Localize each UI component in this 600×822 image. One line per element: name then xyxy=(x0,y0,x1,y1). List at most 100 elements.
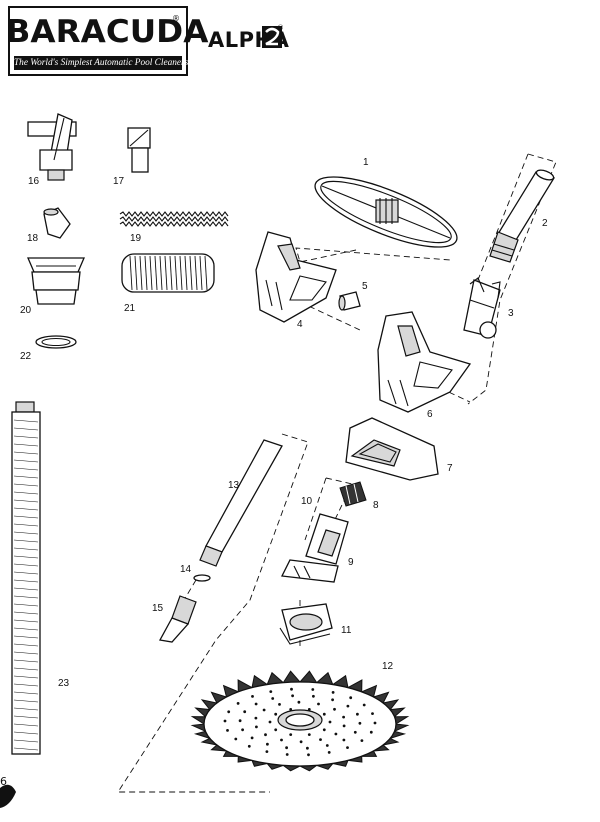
disc-hole xyxy=(371,712,374,715)
hose-marking xyxy=(13,715,39,719)
disc-hole xyxy=(307,733,311,736)
disc-hole xyxy=(243,710,247,714)
hose-marking xyxy=(13,667,39,671)
hose-marking xyxy=(13,523,39,527)
hose-marking xyxy=(13,515,39,519)
disc-hole xyxy=(307,753,310,757)
corner-mark-icon xyxy=(0,784,16,808)
hose-marking xyxy=(13,507,39,511)
part-17-cap-adaptor xyxy=(127,127,151,173)
hose-marking xyxy=(13,619,39,623)
hose-marking xyxy=(13,747,39,751)
part-2-hose-adaptor xyxy=(489,169,555,263)
hose-marking xyxy=(13,419,39,423)
part-3-swivel-collar xyxy=(463,277,501,339)
model-emblem-icon xyxy=(262,26,282,48)
disc-hole xyxy=(353,730,357,734)
disc-hole xyxy=(274,728,278,732)
disc-hole xyxy=(360,739,364,742)
callout-22: 22 xyxy=(20,351,32,362)
disc-hole xyxy=(271,697,275,700)
hose-marking xyxy=(13,659,39,663)
brand-registered-mark: ® xyxy=(172,14,180,23)
part-20-canister xyxy=(27,257,85,305)
callout-23: 23 xyxy=(58,678,70,689)
hose-marking xyxy=(13,483,39,487)
disc-hole xyxy=(373,721,377,725)
hose-marking xyxy=(13,475,39,479)
callout-10: 10 xyxy=(301,496,313,507)
disc-hole xyxy=(342,738,346,742)
page-number: 6 xyxy=(0,775,7,788)
hose-rib xyxy=(154,255,158,291)
part-1-bumper-ring xyxy=(314,176,458,248)
hose-marking xyxy=(13,539,39,543)
disc-hole xyxy=(251,695,254,698)
hose-marking xyxy=(13,499,39,503)
disc-hole xyxy=(250,736,254,740)
hose-marking xyxy=(13,643,39,647)
hose-marking xyxy=(13,595,39,599)
brand-name: BARACUDA xyxy=(5,14,209,50)
hose-rib xyxy=(164,255,168,291)
disc-hole xyxy=(311,688,315,691)
hose-marking xyxy=(13,627,39,631)
hose-marking xyxy=(13,451,39,455)
disc-hole xyxy=(285,753,289,756)
disc-hole xyxy=(280,738,283,742)
disc-hole xyxy=(319,738,322,741)
part-16-flow-valve xyxy=(27,113,77,181)
disc-hole xyxy=(322,712,326,716)
hose-marking xyxy=(13,675,39,679)
hose-rib xyxy=(159,255,163,291)
callout-7: 7 xyxy=(447,463,453,474)
disc-hole xyxy=(328,720,332,724)
hose-marking xyxy=(13,579,39,583)
callout-5: 5 xyxy=(362,281,368,292)
callout-1: 1 xyxy=(363,157,369,168)
hose-marking xyxy=(13,731,39,735)
hose-marking xyxy=(13,587,39,591)
disc-hole xyxy=(297,700,301,704)
disc-hole xyxy=(278,703,281,706)
hose-rib xyxy=(144,255,148,291)
part-12-disc xyxy=(190,670,410,772)
callout-19: 19 xyxy=(130,233,142,244)
disc-hole xyxy=(346,746,349,749)
hose-marking xyxy=(13,555,39,559)
callout-11: 11 xyxy=(341,625,352,636)
disc-hole xyxy=(317,702,320,706)
disc-hole xyxy=(223,719,227,723)
part-23-vertical-hose xyxy=(11,401,41,755)
callout-20: 20 xyxy=(20,305,32,316)
callout-3: 3 xyxy=(508,308,514,319)
disc-hole xyxy=(333,707,336,711)
hose-marking xyxy=(13,571,39,575)
callout-6: 6 xyxy=(427,409,433,420)
disc-hole xyxy=(262,708,266,712)
callout-14: 14 xyxy=(180,564,192,575)
hose-rib xyxy=(169,255,173,291)
part-5-bushing xyxy=(338,291,361,311)
hose-rib xyxy=(179,255,183,291)
disc-hole xyxy=(241,728,245,732)
hose-rib xyxy=(194,255,198,291)
disc-hole xyxy=(285,746,288,750)
hose-marking xyxy=(13,699,39,703)
hose-rib xyxy=(189,255,193,291)
callout-13: 13 xyxy=(228,480,240,491)
hose-marking xyxy=(13,603,39,607)
brand-tagline: The World's Simplest Automatic Pool Clea… xyxy=(14,56,189,70)
disc-hole xyxy=(247,744,251,748)
callout-9: 9 xyxy=(348,557,354,568)
disc-hole xyxy=(234,737,238,741)
part-19-hose-net xyxy=(119,210,229,228)
disc-hole xyxy=(255,725,258,729)
part-18-elbow xyxy=(43,207,71,239)
part-21-hose-section xyxy=(121,253,215,293)
disc-hole xyxy=(306,746,309,750)
part-11-foot-pad xyxy=(279,603,333,645)
hose-marking xyxy=(13,691,39,695)
part-13-tube xyxy=(199,439,283,567)
hose-marking xyxy=(13,723,39,727)
